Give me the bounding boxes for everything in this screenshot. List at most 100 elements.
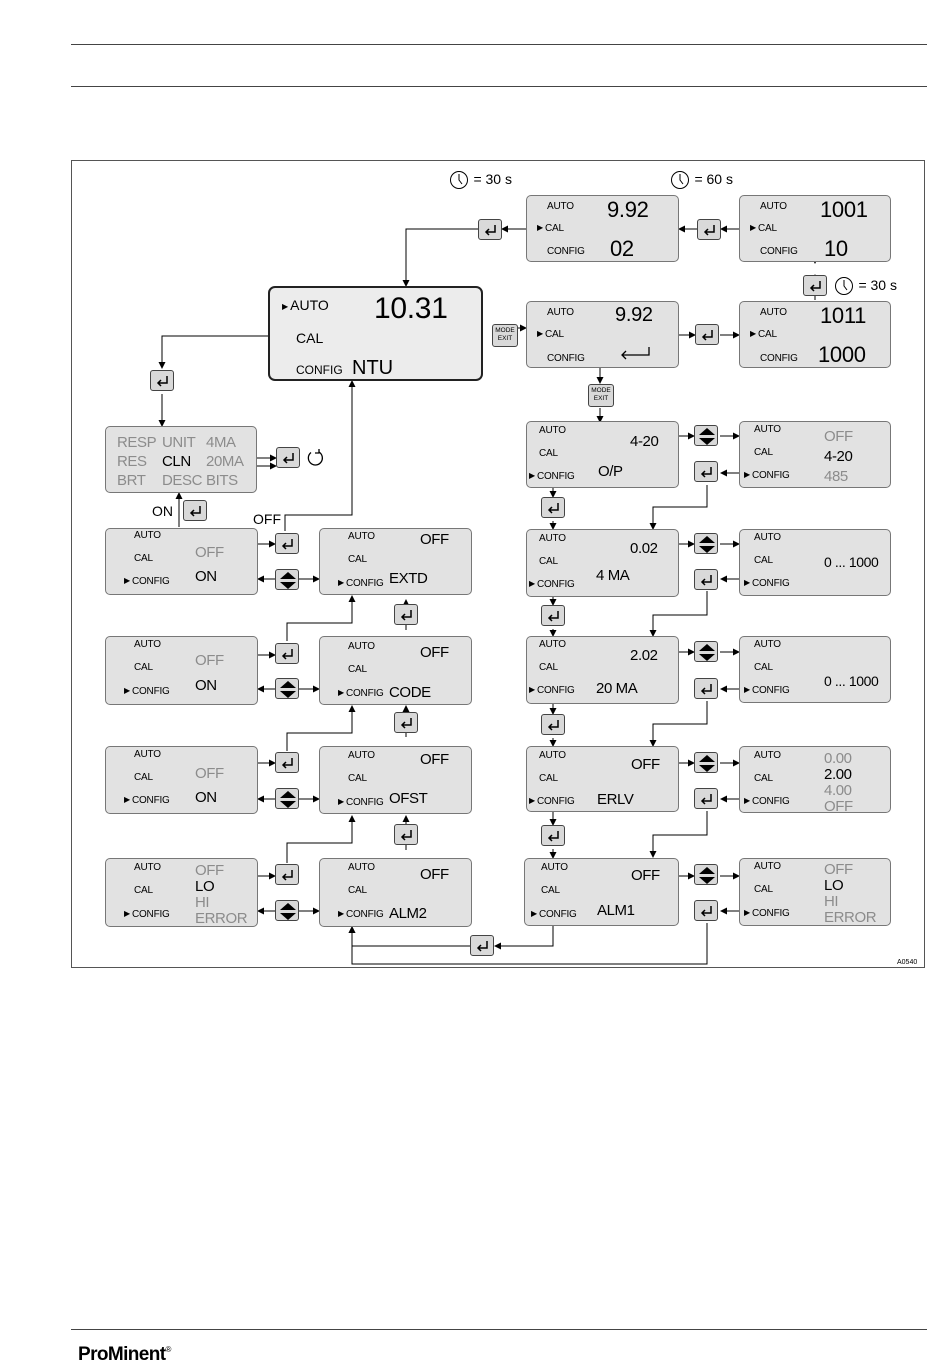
enter-button[interactable]: [694, 678, 718, 699]
menu-item-res[interactable]: RES: [117, 453, 147, 470]
timer-label: = 60 s: [694, 171, 733, 188]
option-off[interactable]: OFF: [195, 652, 224, 669]
option-error[interactable]: ERROR: [824, 909, 877, 926]
option-on[interactable]: ON: [195, 677, 217, 694]
option-4-00[interactable]: 4.00: [824, 782, 852, 799]
option-2-00[interactable]: 2.00: [824, 766, 852, 783]
enter-button[interactable]: [541, 497, 565, 518]
option-off[interactable]: OFF: [824, 428, 853, 445]
option-hi[interactable]: HI: [195, 894, 210, 911]
option-lo[interactable]: LO: [824, 877, 844, 894]
ofst-display: AUTO OFF CAL ▶CONFIG OFST: [319, 746, 472, 814]
up-down-button[interactable]: [694, 533, 718, 554]
menu-item-desc[interactable]: DESC: [162, 472, 203, 489]
up-down-arrows-icon: [699, 644, 715, 661]
option-0-00[interactable]: 0.00: [824, 750, 852, 767]
enter-button[interactable]: [394, 824, 418, 845]
option-hi[interactable]: HI: [824, 893, 839, 910]
enter-icon: [281, 758, 293, 769]
enter-button[interactable]: [478, 219, 502, 240]
enter-button[interactable]: [541, 605, 565, 626]
display-name: EXTD: [389, 570, 428, 587]
cal-label: CAL: [348, 554, 367, 565]
main-value: 10.31: [374, 292, 448, 325]
enter-button[interactable]: [275, 864, 299, 885]
enter-button[interactable]: [694, 461, 718, 482]
unit-label: NTU: [352, 357, 394, 379]
option-lo[interactable]: LO: [195, 878, 215, 895]
config-label: ▶CONFIG: [338, 688, 384, 699]
enter-button[interactable]: [541, 825, 565, 846]
option-off[interactable]: OFF: [195, 765, 224, 782]
extd-display: AUTO OFF CAL ▶CONFIG EXTD: [319, 528, 472, 595]
display-value: OFF: [420, 644, 449, 661]
enter-button[interactable]: [394, 712, 418, 733]
config-label: ▶CONFIG: [124, 576, 170, 587]
cal-label: CAL: [754, 884, 773, 895]
enter-button[interactable]: [275, 533, 299, 554]
enter-button[interactable]: [150, 370, 174, 391]
up-down-button[interactable]: [694, 752, 718, 773]
enter-button[interactable]: [695, 324, 719, 345]
config-menu: RESP UNIT 4MA RES CLN 20MA BRT DESC BITS: [105, 426, 257, 493]
alm1-display: AUTO OFF CAL ▶CONFIG ALM1: [524, 858, 679, 926]
enter-button[interactable]: [275, 752, 299, 773]
menu-item-brt[interactable]: BRT: [117, 472, 146, 489]
enter-button[interactable]: [803, 275, 827, 296]
option-on[interactable]: ON: [195, 789, 217, 806]
cal-label: CAL: [754, 662, 773, 673]
config-label: ▶CONFIG: [338, 578, 384, 589]
enter-button[interactable]: [541, 714, 565, 735]
menu-item-unit[interactable]: UNIT: [162, 434, 196, 451]
enter-icon: [400, 610, 412, 621]
cal-label: CAL: [134, 885, 153, 896]
menu-item-4ma[interactable]: 4MA: [206, 434, 236, 451]
enter-icon: [700, 906, 712, 917]
option-485[interactable]: 485: [824, 468, 848, 485]
up-down-button[interactable]: [694, 425, 718, 446]
config-label: ▶CONFIG: [338, 909, 384, 920]
enter-icon: [701, 330, 713, 341]
display-name: ERLV: [597, 791, 634, 808]
enter-button[interactable]: [697, 219, 721, 240]
display-name: OFST: [389, 790, 428, 807]
option-off[interactable]: OFF: [195, 544, 224, 561]
auto-label: AUTO: [760, 201, 787, 212]
display-name: 20 MA: [596, 680, 638, 697]
enter-button[interactable]: [276, 447, 300, 468]
enter-button[interactable]: [275, 643, 299, 664]
up-down-button[interactable]: [275, 788, 299, 809]
option-on[interactable]: ON: [195, 568, 217, 585]
menu-item-20ma[interactable]: 20MA: [206, 453, 244, 470]
range-value: 0 ... 1000: [824, 554, 879, 570]
option-off[interactable]: OFF: [824, 861, 853, 878]
option-off[interactable]: OFF: [824, 798, 853, 815]
off-label: OFF: [253, 511, 281, 527]
enter-button[interactable]: [694, 788, 718, 809]
option-error[interactable]: ERROR: [195, 910, 248, 927]
up-down-button[interactable]: [275, 900, 299, 921]
enter-icon: [700, 794, 712, 805]
enter-icon: [547, 503, 559, 514]
cal-label: CAL: [348, 773, 367, 784]
up-down-button[interactable]: [275, 569, 299, 590]
menu-item-bits[interactable]: BITS: [206, 472, 238, 489]
enter-button[interactable]: [694, 900, 718, 921]
up-down-button[interactable]: [694, 864, 718, 885]
enter-button[interactable]: [470, 935, 494, 956]
option-off[interactable]: OFF: [195, 862, 224, 879]
auto-label: AUTO: [754, 750, 781, 761]
up-down-button[interactable]: [694, 641, 718, 662]
enter-button[interactable]: [183, 500, 207, 521]
enter-button[interactable]: [394, 604, 418, 625]
enter-button[interactable]: [694, 569, 718, 590]
menu-item-cln[interactable]: CLN: [162, 453, 191, 470]
menu-item-resp[interactable]: RESP: [117, 434, 157, 451]
cal-label: ▶CAL: [537, 329, 564, 340]
up-down-arrows-icon: [280, 903, 296, 920]
cal-label: CAL: [539, 662, 558, 673]
option-4-20[interactable]: 4-20: [824, 448, 853, 465]
up-down-button[interactable]: [275, 678, 299, 699]
